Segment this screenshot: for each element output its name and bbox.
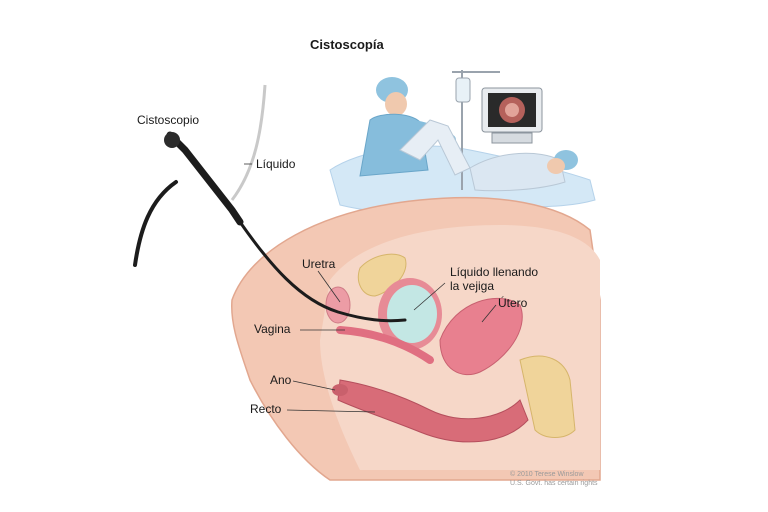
- patient-legs: [399, 119, 471, 176]
- cystoscope-instrument: [133, 84, 407, 323]
- pubic-bone: [357, 253, 407, 297]
- bladder-fluid: [387, 285, 437, 343]
- procedure-scene: [329, 70, 596, 214]
- scope-shaft: [238, 220, 407, 323]
- anatomy-cross-section: [230, 196, 601, 481]
- uterus-organ: [439, 297, 523, 376]
- label-rectum: Recto: [250, 402, 282, 416]
- vagina-canal: [336, 326, 434, 364]
- copyright-credit: © 2010 Terese Winslow U.S. Govt. has cer…: [510, 470, 598, 488]
- diagram-title: Cistoscopía: [310, 37, 384, 52]
- scope-handle: [166, 131, 244, 226]
- credit-line-2: U.S. Govt. has certain rights: [510, 480, 598, 487]
- label-uterus: Útero: [498, 296, 528, 310]
- label-anus: Ano: [270, 373, 292, 387]
- label-urethra: Uretra: [302, 257, 336, 271]
- label-fluid-filling-bladder-1: Líquido llenando: [450, 265, 539, 279]
- credit-line-1: © 2010 Terese Winslow: [510, 471, 584, 478]
- patient-figure: [469, 150, 578, 192]
- label-fluid-filling-bladder-2: la vejiga: [450, 279, 495, 293]
- label-cystoscope: Cistoscopio: [137, 113, 200, 127]
- rectum-organ: [337, 379, 529, 443]
- monitor: [481, 87, 543, 144]
- doctor-figure: [359, 77, 456, 177]
- label-vagina: Vagina: [254, 322, 291, 336]
- iv-bag: [455, 77, 471, 103]
- sacrum-bone: [519, 355, 576, 438]
- label-fluid: Líquido: [256, 157, 296, 171]
- fluid-tube: [230, 84, 267, 201]
- labia: [325, 286, 351, 324]
- scope-cable: [133, 180, 178, 267]
- anus-opening: [332, 384, 348, 396]
- leader-lines: [244, 163, 497, 413]
